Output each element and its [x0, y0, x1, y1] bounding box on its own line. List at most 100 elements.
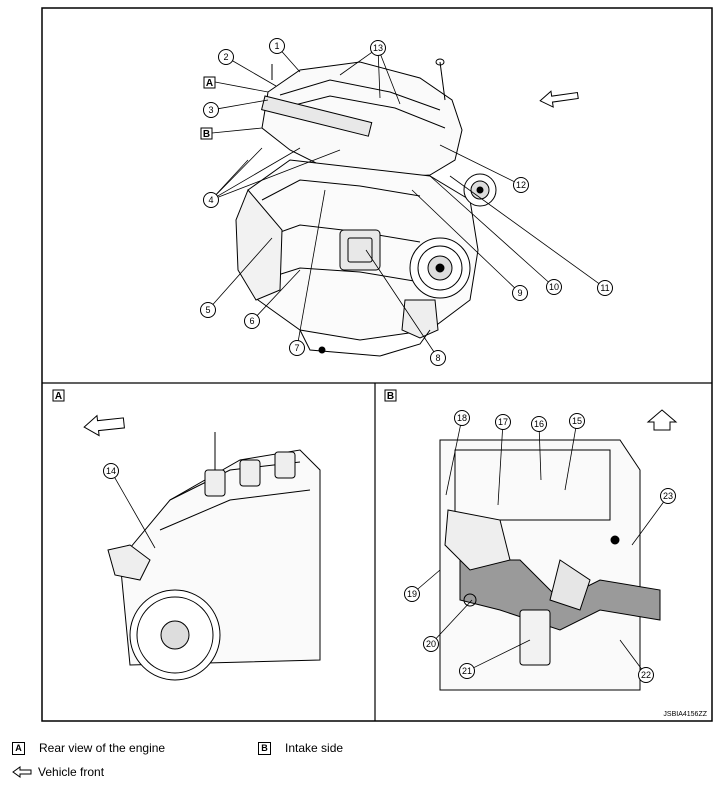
callout-number: 9 [517, 288, 522, 298]
callout-number: 22 [641, 670, 651, 680]
callout-10: 10 [429, 175, 562, 295]
callout-circle [218, 49, 234, 65]
callout-12: 12 [439, 144, 529, 193]
legend-item-a: A Rear view of the engine [12, 741, 165, 755]
callout-circle [269, 38, 285, 54]
callout-9: 9 [411, 189, 528, 301]
callout-circle [531, 416, 547, 432]
callout-number: 15 [572, 416, 582, 426]
panel-a-box: A [52, 389, 65, 402]
callout-13: 13 [339, 40, 401, 105]
legend: A Rear view of the engine B Intake side … [0, 736, 717, 791]
callout-leader [217, 149, 341, 198]
callout-leader [429, 175, 549, 283]
legend-item-vehicle-front: Vehicle front [12, 765, 104, 779]
callout-circle [203, 102, 219, 118]
panel-b-box: B [384, 389, 397, 402]
callout-number: 19 [407, 589, 417, 599]
callout-number: 2 [223, 52, 228, 62]
callout-22: 22 [619, 639, 654, 683]
legend-vehicle-front-label: Vehicle front [38, 765, 105, 779]
panel-b-letter: B [387, 391, 394, 402]
callout-number: 18 [457, 413, 467, 423]
callout-leader [218, 99, 269, 110]
callout-number: 16 [534, 419, 544, 429]
callout-number: 11 [600, 283, 609, 293]
callout-number: 5 [205, 305, 210, 315]
callout-circle [103, 463, 119, 479]
callout-number: 21 [462, 666, 472, 676]
main-ref-b-text: B [203, 129, 210, 140]
callout-4: 4 [203, 147, 341, 208]
panel-a-engine-drawing [107, 432, 321, 681]
legend-item-b: B Intake side [258, 741, 343, 755]
callout-circle [203, 192, 219, 208]
callout-20: 20 [423, 599, 473, 652]
callout-number: 13 [373, 43, 383, 53]
callout-leader [449, 175, 600, 284]
callout-11: 11 [449, 175, 613, 296]
callout-leader [435, 599, 473, 639]
legend-key-a: A [12, 741, 25, 755]
callout-number: 8 [435, 353, 440, 363]
callout-circle [569, 413, 585, 429]
callout-circle [546, 279, 562, 295]
callout-number: 10 [549, 282, 559, 292]
callout-6: 6 [244, 269, 301, 329]
callout-circle [638, 667, 654, 683]
callout-leader [215, 159, 249, 195]
callout-leader [256, 269, 301, 316]
callout-circle [244, 313, 260, 329]
callout-leader [380, 54, 401, 105]
callout-leader [417, 569, 441, 590]
callout-leader [538, 431, 542, 481]
callout-leader [297, 189, 326, 341]
callout-number: 14 [106, 466, 116, 476]
callout-circle [495, 414, 511, 430]
callout-number: 17 [498, 417, 508, 427]
callout-number: 12 [516, 180, 526, 190]
callout-circle [404, 586, 420, 602]
callout-number: 6 [249, 316, 254, 326]
callout-16: 16 [531, 416, 547, 481]
callout-18: 18 [445, 410, 470, 496]
figure-code: JSBIA4156ZZ [663, 711, 707, 718]
engine-diagram: A B A B [41, 7, 713, 722]
callout-leader [339, 52, 373, 76]
callout-leader [377, 55, 381, 99]
callout-circle [454, 410, 470, 426]
panel-a-arrow-icon [83, 414, 125, 437]
callout-2: 2 [218, 49, 277, 87]
callout-leader [281, 51, 301, 73]
callout-circle [430, 350, 446, 366]
main-engine-drawing [235, 58, 497, 357]
callout-leader [445, 425, 461, 496]
callout-leader [365, 249, 435, 352]
callout-circle [597, 280, 613, 296]
outer-frame [41, 7, 713, 722]
callout-circle [200, 302, 216, 318]
callout-number: 23 [663, 491, 673, 501]
callout-leader [439, 144, 515, 183]
callout-leader [114, 477, 156, 549]
callout-leader [232, 60, 277, 87]
main-ref-a-text: A [206, 78, 213, 89]
callout-circle [459, 663, 475, 679]
callout-leader [217, 147, 301, 197]
callout-leader [212, 237, 273, 305]
callout-number: 3 [208, 105, 213, 115]
callout-circle [289, 340, 305, 356]
callout-5: 5 [200, 237, 273, 318]
callout-leader [497, 429, 503, 506]
callout-17: 17 [495, 414, 511, 506]
main-ref-box-a: A [203, 76, 216, 89]
callout-23: 23 [631, 488, 676, 546]
callout-leader [631, 501, 664, 546]
callout-number: 1 [274, 41, 279, 51]
callout-1: 1 [269, 38, 301, 73]
callout-circle [660, 488, 676, 504]
callout-number: 4 [208, 195, 213, 205]
callout-3: 3 [203, 99, 269, 118]
main-ref-box-b: B [200, 127, 213, 140]
